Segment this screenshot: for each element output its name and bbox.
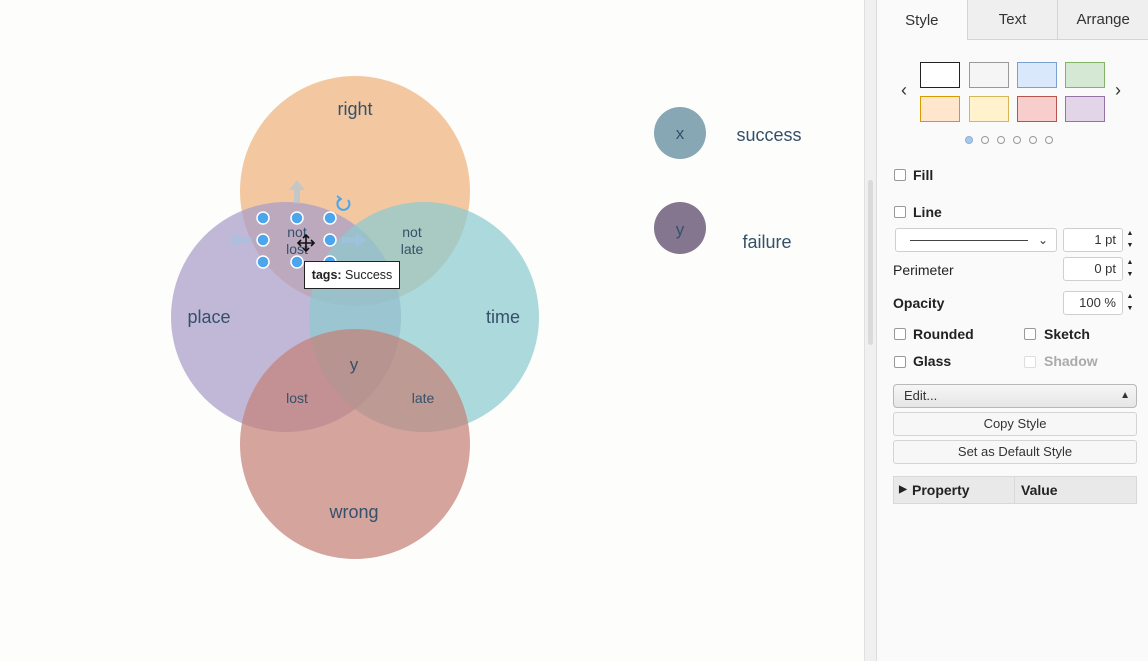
chevron-down-icon: ⌄ [1037, 233, 1048, 247]
label-center: y [350, 355, 359, 374]
sketch-label: Sketch [1044, 326, 1090, 342]
page-dot[interactable] [1029, 136, 1037, 144]
panel-tabs: Style Text Arrange [877, 0, 1148, 40]
rounded-checkbox[interactable] [894, 328, 906, 340]
swatch-white[interactable] [920, 62, 960, 88]
label-wrong: wrong [328, 502, 378, 522]
rotate-icon[interactable] [336, 195, 351, 211]
line-label: Line [913, 204, 942, 220]
property-header[interactable]: Property [912, 477, 1015, 503]
edit-style-value: Edit... [904, 388, 938, 403]
chevron-right-icon[interactable]: › [1115, 80, 1121, 100]
swatch-purple[interactable] [1065, 96, 1105, 122]
arrow-left-icon [228, 232, 252, 248]
legend-x-label: success [736, 125, 801, 145]
arrow-right-icon [342, 232, 366, 248]
chevron-left-icon[interactable]: ‹ [901, 80, 907, 100]
sketch-checkbox[interactable] [1024, 328, 1036, 340]
label-not-lost-line1: not [287, 224, 307, 240]
page-dot[interactable] [965, 136, 973, 144]
fill-label: Fill [913, 167, 934, 183]
set-default-style-button[interactable]: Set as Default Style [893, 440, 1137, 464]
canvas-scrollbar[interactable] [864, 0, 877, 661]
opacity-input[interactable]: 100 % [1063, 291, 1123, 315]
shadow-label: Shadow [1044, 353, 1098, 369]
swatch-gray[interactable] [969, 62, 1009, 88]
swatch-blue[interactable] [1017, 62, 1057, 88]
tab-arrange[interactable]: Arrange [1057, 0, 1148, 40]
opacity-label: Opacity [893, 295, 945, 311]
value-header[interactable]: Value [1021, 482, 1058, 498]
swatch-green[interactable] [1065, 62, 1105, 88]
glass-label: Glass [913, 353, 952, 369]
shadow-checkbox [1024, 356, 1036, 368]
label-not-late-line1: not [402, 224, 422, 240]
label-not-late-line2: late [401, 241, 424, 257]
line-checkbox[interactable] [894, 206, 906, 218]
connect-arrows[interactable] [228, 180, 366, 248]
expand-triangle-icon[interactable]: ▶ [899, 484, 907, 495]
edit-style-select[interactable]: Edit... ▲ [893, 384, 1137, 408]
legend-y-label: failure [742, 232, 791, 252]
line-width-stepper[interactable]: ▲▼ [1126, 230, 1134, 249]
legend-x-symbol-label: x [676, 124, 685, 143]
swatch-red[interactable] [1017, 96, 1057, 122]
tab-style[interactable]: Style [877, 0, 967, 40]
legend-y-symbol-label: y [676, 220, 685, 239]
label-right: right [337, 99, 372, 119]
arrow-up-icon [289, 180, 305, 204]
line-width-input[interactable]: 1 pt [1063, 228, 1123, 252]
format-panel: Style Text Arrange ‹ › Fill Line ⌄ 1 pt … [876, 0, 1148, 661]
copy-style-button[interactable]: Copy Style [893, 412, 1137, 436]
glass-checkbox[interactable] [894, 356, 906, 368]
label-place: place [187, 307, 230, 327]
swatch-page-dots [965, 136, 1053, 144]
select-arrows-icon: ▲ [1120, 390, 1130, 401]
tab-text[interactable]: Text [966, 0, 1058, 40]
swatch-yellow[interactable] [969, 96, 1009, 122]
diagram-canvas[interactable]: right place time wrong not lost not late… [0, 0, 864, 661]
tooltip-key: tags: [311, 268, 342, 282]
label-late: late [412, 390, 435, 406]
rounded-label: Rounded [913, 326, 974, 342]
property-table-header: ▶ Property Value [893, 476, 1137, 504]
circle-wrong[interactable] [240, 329, 470, 559]
page-dot[interactable] [981, 136, 989, 144]
swatch-orange[interactable] [920, 96, 960, 122]
style-swatches: ‹ › [877, 60, 1148, 130]
opacity-stepper[interactable]: ▲▼ [1126, 293, 1134, 312]
label-not-lost-line2: lost [286, 241, 308, 257]
perimeter-label: Perimeter [893, 262, 954, 278]
line-pattern-select[interactable]: ⌄ [895, 228, 1057, 252]
label-lost: lost [286, 390, 308, 406]
venn-diagram: right place time wrong not lost not late… [171, 76, 802, 559]
move-cursor-icon [296, 233, 316, 253]
legend-x-symbol[interactable] [654, 107, 706, 159]
tags-tooltip: tags: Success [304, 261, 400, 289]
label-time: time [486, 307, 520, 327]
perimeter-input[interactable]: 0 pt [1063, 257, 1123, 281]
scrollbar-thumb[interactable] [868, 180, 873, 345]
fill-checkbox[interactable] [894, 169, 906, 181]
page-dot[interactable] [1045, 136, 1053, 144]
selection-handles[interactable] [256, 211, 337, 269]
legend-y-symbol[interactable] [654, 202, 706, 254]
page-dot[interactable] [997, 136, 1005, 144]
page-dot[interactable] [1013, 136, 1021, 144]
tooltip-value: Success [345, 268, 393, 282]
perimeter-stepper[interactable]: ▲▼ [1126, 259, 1134, 278]
